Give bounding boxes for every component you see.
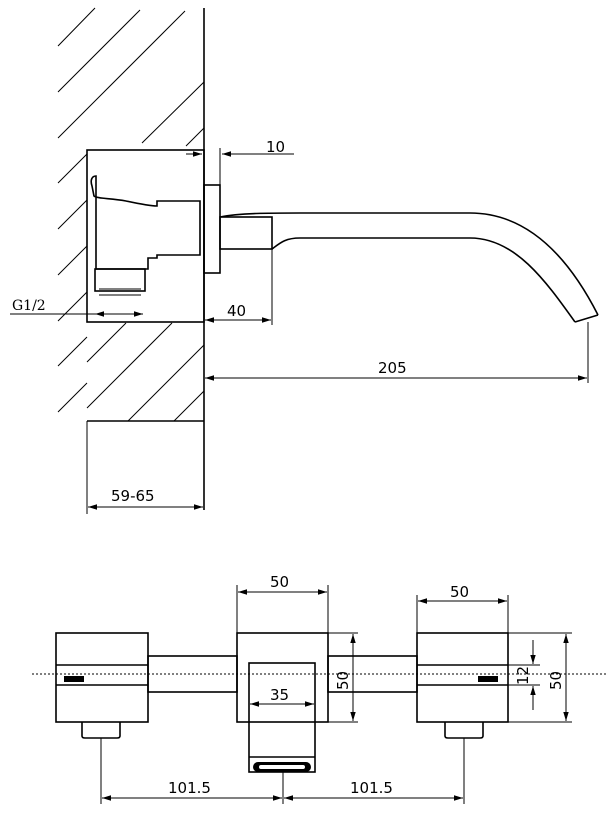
spout-tip bbox=[574, 314, 599, 323]
left-valve-stem bbox=[81, 722, 121, 739]
dim-spacing-right-label: 101.5 bbox=[350, 779, 393, 797]
dim-outlet-width-label: 35 bbox=[270, 686, 289, 704]
spout-base bbox=[219, 216, 273, 250]
valve-cartridge bbox=[90, 175, 201, 270]
left-hot-indicator bbox=[64, 676, 84, 682]
front-view: 50 50 50 35 12 50 101.5 101.5 bbox=[32, 573, 608, 804]
side-view: 10 G1/2 40 205 59-65 bbox=[10, 7, 599, 514]
right-handle bbox=[416, 632, 509, 723]
left-handle bbox=[55, 632, 149, 723]
dim-indicator-label: 12 bbox=[514, 666, 532, 685]
dim-wall-depth-label: 59-65 bbox=[111, 487, 155, 505]
spout-outlet bbox=[248, 662, 316, 773]
dim-spout-height-label: 50 bbox=[334, 671, 352, 690]
dim-center-width-label: 50 bbox=[270, 573, 289, 591]
thread-connector bbox=[94, 268, 146, 292]
spout-upper bbox=[219, 212, 599, 316]
dim-spacing-left-label: 101.5 bbox=[168, 779, 211, 797]
aerator-inner bbox=[259, 765, 305, 769]
dim-right-height-label: 50 bbox=[547, 671, 565, 690]
dim-spout-reach-label: 205 bbox=[378, 359, 407, 377]
dim-flange-label: 10 bbox=[266, 138, 285, 156]
wall-hatching bbox=[57, 7, 205, 422]
dim-right-width-label: 50 bbox=[450, 583, 469, 601]
spout-lower bbox=[271, 237, 576, 323]
right-valve-stem bbox=[444, 722, 484, 739]
flange-plate bbox=[203, 184, 221, 274]
center-spout-body bbox=[236, 632, 329, 723]
dim-thread-label: G1/2 bbox=[12, 298, 46, 314]
dim-valve-depth-label: 40 bbox=[227, 302, 246, 320]
right-cold-indicator bbox=[478, 676, 498, 682]
valve-body bbox=[86, 149, 205, 323]
